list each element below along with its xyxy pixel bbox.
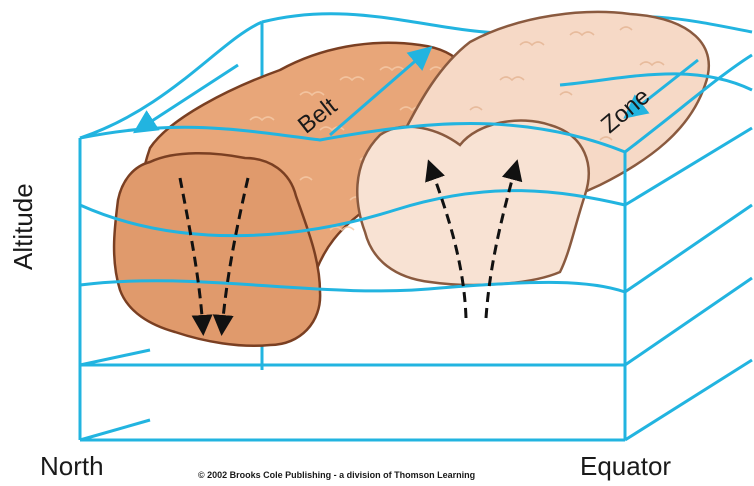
- north-label: North: [40, 451, 104, 482]
- altitude-axis-label: Altitude: [8, 183, 39, 270]
- copyright-text: © 2002 Brooks Cole Publishing - a divisi…: [198, 470, 475, 480]
- zone-front-face: [357, 121, 588, 285]
- equator-label: Equator: [580, 451, 671, 482]
- belt-front-face: [114, 153, 320, 346]
